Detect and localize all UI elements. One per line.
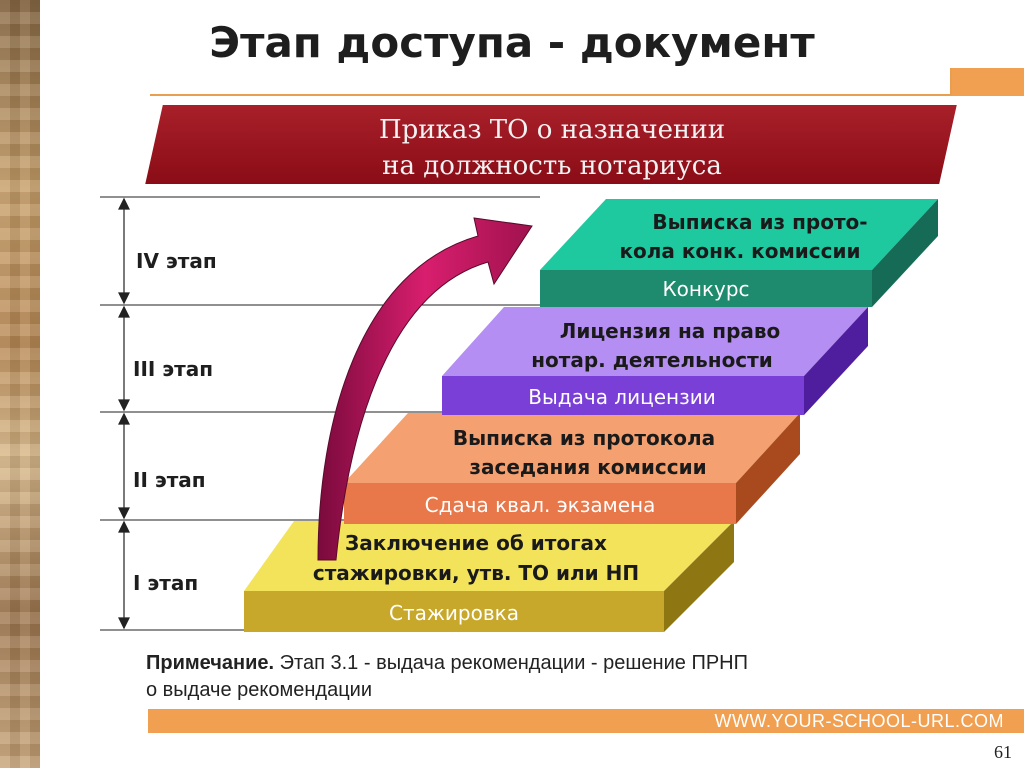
footer-bar: WWW.YOUR-SCHOOL-URL.COM [148, 709, 1024, 733]
footer-url: WWW.YOUR-SCHOOL-URL.COM [714, 711, 1004, 731]
page-number: 61 [994, 742, 1012, 762]
slide-title: Этап доступа - документ [209, 18, 815, 67]
top-accent-bar [950, 68, 1024, 96]
document-line-2: на должность нотариуса [382, 151, 722, 181]
top-divider-line [150, 94, 950, 96]
note-text-line-1: Этап 3.1 - выдача рекомендации - решение… [274, 652, 748, 674]
step-i-top-line-2: стажировки, утв. ТО или НП [313, 561, 639, 585]
step-iii-top-line-1: Лицензия на право [560, 319, 781, 343]
note-label: Примечание. [146, 652, 275, 674]
decorative-left-strip [0, 0, 40, 768]
stage-height-arrows [118, 197, 130, 630]
note-text-line-2: о выдаче рекомендации [146, 679, 372, 701]
step-ii-top-line-1: Выписка из протокола [453, 426, 715, 450]
stage-separator-lines [100, 196, 540, 631]
document-banner: Приказ ТО о назначении на должность нота… [142, 103, 960, 186]
stage-label-iii: III этап [133, 357, 213, 381]
note-block: Примечание. Этап 3.1 - выдача рекомендац… [146, 650, 966, 704]
progress-arrow [317, 217, 533, 561]
step-iii-top-line-2: нотар. деятельности [531, 348, 773, 372]
stage-label-iv: IV этап [136, 249, 217, 273]
stage-label-ii: II этап [133, 468, 206, 492]
document-line-1: Приказ ТО о назначении [379, 115, 725, 145]
step-iii-front-label: Выдача лицензии [528, 385, 715, 409]
step-i-block: Заключение об итогах стажировки, утв. ТО… [244, 521, 734, 632]
step-iv-front-label: Конкурс [662, 277, 749, 301]
step-ii-front-label: Сдача квал. экзамена [425, 493, 656, 517]
step-iv-top-line-1: Выписка из прото- [652, 210, 867, 234]
step-iv-block: Выписка из прото- кола конк. комиссии Ко… [540, 199, 938, 307]
step-i-front-label: Стажировка [389, 601, 519, 625]
step-iv-top-line-2: кола конк. комиссии [619, 239, 860, 263]
step-i-top-line-1: Заключение об итогах [345, 531, 607, 555]
stage-label-i: I этап [133, 571, 198, 595]
step-ii-top-line-2: заседания комиссии [469, 455, 706, 479]
step-iii-block: Лицензия на право нотар. деятельности Вы… [442, 307, 868, 415]
step-ii-block: Выписка из протокола заседания комиссии … [344, 413, 800, 524]
